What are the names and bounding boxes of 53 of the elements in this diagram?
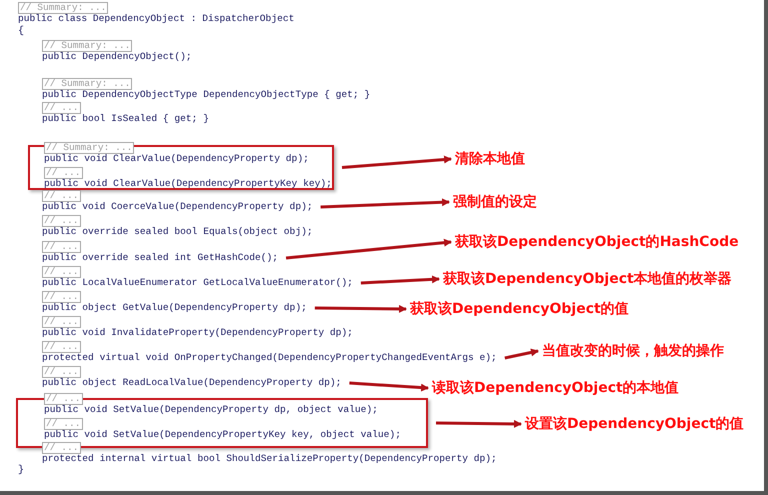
arrow bbox=[360, 275, 440, 284]
annotation-text: 获取该DependencyObject本地值的枚举器 bbox=[443, 270, 732, 288]
code-line: public override sealed bool Equals(object obj); bbox=[42, 226, 313, 238]
highlight-box bbox=[28, 145, 334, 190]
arrow bbox=[436, 420, 522, 428]
code-line: public void ClearValue(DependencyProperty dp); bbox=[44, 153, 309, 165]
code-line: public object ReadLocalValue(DependencyProperty dp); bbox=[42, 377, 342, 389]
annotation-text: 强制值的设定 bbox=[453, 193, 537, 211]
collapsed-comment: // ... bbox=[42, 366, 81, 378]
arrow bbox=[286, 238, 452, 260]
collapsed-comment: // ... bbox=[42, 340, 81, 352]
code-line: public LocalValueEnumerator GetLocalValueEnumerator(); bbox=[42, 277, 353, 289]
collapsed-comment: // Summary: ... bbox=[42, 78, 132, 90]
arrow bbox=[504, 348, 539, 360]
code-line: public DependencyObject(); bbox=[42, 51, 192, 63]
code-line: public void CoerceValue(DependencyProperty dp); bbox=[42, 201, 313, 213]
collapsed-comment: // ... bbox=[42, 290, 81, 302]
code-line: protected virtual void OnPropertyChanged(DependencyPropertyChangedEventArgs e); bbox=[42, 352, 497, 364]
collapsed-comment: // ... bbox=[44, 418, 83, 430]
collapsed-comment: // ... bbox=[42, 442, 81, 454]
code-line: public void SetValue(DependencyPropertyKey key, object value); bbox=[44, 429, 401, 441]
code-brace: } bbox=[18, 465, 24, 477]
collapsed-comment: // ... bbox=[42, 240, 81, 252]
collapsed-comment: // ... bbox=[44, 392, 83, 404]
annotation-text: 清除本地值 bbox=[455, 150, 525, 168]
code-line: protected internal virtual bool ShouldSerializeProperty(DependencyProperty dp); bbox=[42, 453, 497, 465]
code-line: public override sealed int GetHashCode(); bbox=[42, 252, 278, 264]
annotation-text: 获取该DependencyObject的值 bbox=[410, 300, 629, 318]
code-line: public void SetValue(DependencyProperty dp, object value); bbox=[44, 404, 378, 416]
code-brace: { bbox=[18, 26, 24, 38]
collapsed-comment: // ... bbox=[42, 316, 81, 328]
code-line: public void ClearValue(DependencyPropertyKey key); bbox=[44, 178, 332, 190]
collapsed-comment: // Summary: ... bbox=[42, 40, 132, 52]
arrow bbox=[314, 304, 407, 313]
collapsed-comment: // ... bbox=[42, 266, 81, 278]
code-line: public class DependencyObject : DispatcherObject bbox=[18, 13, 294, 25]
annotation-text: 读取该DependencyObject的本地值 bbox=[432, 379, 679, 397]
code-line: public void InvalidateProperty(DependencyProperty dp); bbox=[42, 327, 353, 339]
arrow bbox=[342, 156, 452, 169]
annotation-text: 当值改变的时候，触发的操作 bbox=[542, 342, 724, 360]
collapsed-comment: // ... bbox=[42, 190, 81, 202]
code-line: public DependencyObjectType DependencyObjectType { get; } bbox=[42, 89, 370, 101]
code-line: public object GetValue(DependencyProperty dp); bbox=[42, 302, 307, 314]
collapsed-comment: // Summary: ... bbox=[18, 2, 108, 14]
arrow bbox=[320, 198, 450, 208]
collapsed-comment: // ... bbox=[42, 214, 81, 226]
code-line: public bool IsSealed { get; } bbox=[42, 113, 209, 125]
annotation-text: 设置该DependencyObject的值 bbox=[525, 415, 744, 433]
arrow bbox=[349, 382, 429, 392]
annotation-text: 获取该DependencyObject的HashCode bbox=[455, 233, 739, 251]
collapsed-comment: // ... bbox=[44, 166, 83, 178]
collapsed-comment: // ... bbox=[42, 102, 81, 114]
collapsed-comment: // Summary: ... bbox=[44, 142, 134, 154]
